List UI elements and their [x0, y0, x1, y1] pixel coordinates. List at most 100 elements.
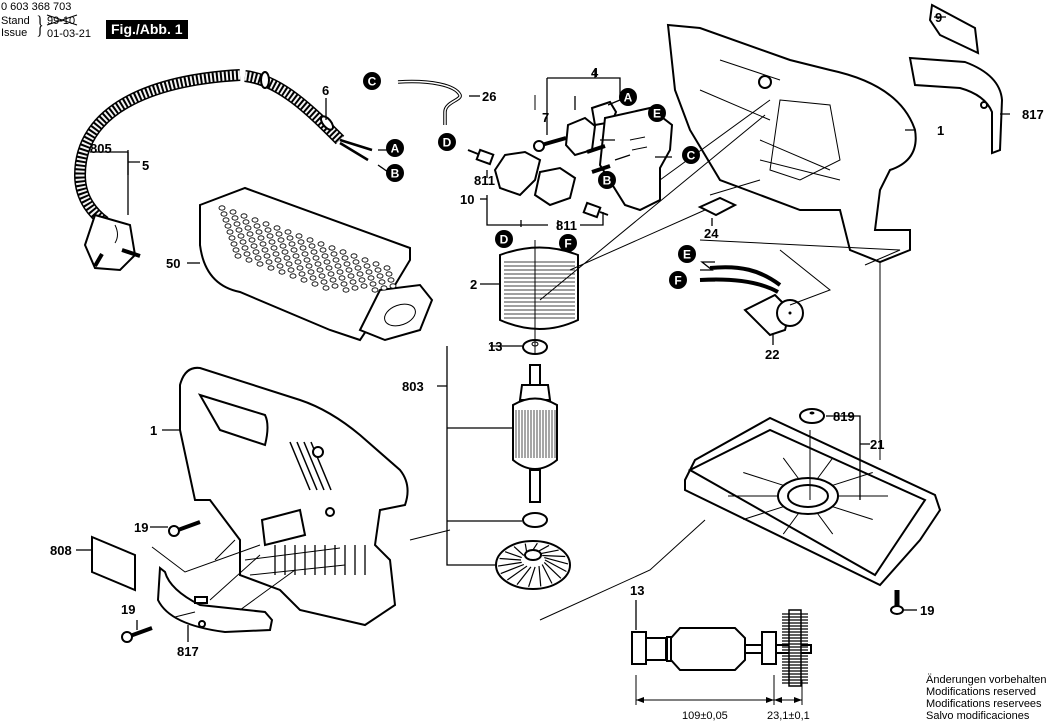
screw-19-cover[interactable]	[121, 626, 153, 643]
switch[interactable]	[598, 106, 674, 212]
vent-hole	[257, 235, 265, 241]
vent-hole	[276, 263, 284, 269]
fan-blade	[544, 557, 569, 565]
dust-box[interactable]	[199, 186, 434, 342]
part-label-808: 808	[50, 543, 72, 558]
power-cord[interactable]	[73, 69, 373, 227]
connector-callout-F-stator: F	[559, 234, 577, 252]
vent-hole	[224, 223, 232, 229]
svg-text:F: F	[674, 274, 681, 288]
pad-rib	[782, 512, 800, 535]
brace-icon: }	[36, 12, 44, 39]
svg-text:C: C	[368, 75, 377, 89]
sander-housing-assembled[interactable]	[179, 366, 409, 627]
vent-hole	[266, 233, 274, 239]
vent-hole	[226, 229, 234, 235]
brush-holder-assembly[interactable]	[467, 148, 609, 219]
fan-blade	[542, 554, 566, 558]
housing-half[interactable]	[666, 23, 917, 264]
vent-hole	[234, 253, 242, 259]
vent-hole	[312, 255, 320, 261]
screws-switch[interactable]	[533, 136, 611, 174]
vent-hole	[338, 275, 346, 281]
part-label-1-bottom: 1	[150, 423, 157, 438]
speed-control[interactable]	[699, 265, 804, 337]
screw-19-housing[interactable]	[168, 520, 201, 537]
vent-slot	[289, 441, 311, 491]
vent-hole	[262, 221, 270, 227]
vent-hole	[286, 235, 294, 241]
grommet-24[interactable]	[697, 196, 738, 217]
vent-hole	[354, 265, 362, 271]
dimension-lines	[635, 675, 803, 705]
vent-hole	[305, 263, 313, 269]
part-label-9: 9	[935, 10, 942, 25]
svg-text:B: B	[391, 167, 400, 181]
vent-hole	[275, 231, 283, 237]
vent-hole	[358, 277, 366, 283]
part-label-10: 10	[460, 192, 474, 207]
pad-rib	[782, 457, 800, 480]
cover-817-bottom[interactable]	[156, 566, 274, 634]
mains-plug[interactable]	[83, 213, 141, 272]
modifications-note-es: Salvo modificaciones	[926, 710, 1030, 722]
vent-hole	[230, 241, 238, 247]
part-label-22: 22	[765, 347, 779, 362]
fan-blade	[499, 557, 522, 561]
armature-detail[interactable]	[631, 609, 812, 687]
svg-text:E: E	[653, 107, 661, 121]
screw-19-pad[interactable]	[890, 590, 904, 615]
vent-hole	[332, 257, 340, 263]
vent-hole	[343, 261, 351, 267]
svg-text:D: D	[443, 136, 452, 150]
fan[interactable]	[495, 540, 571, 590]
vent-hole	[284, 229, 292, 235]
vent-hole	[281, 249, 289, 255]
vent-hole	[296, 265, 304, 271]
connecting-wire[interactable]	[397, 79, 462, 125]
vent-hole	[256, 261, 264, 267]
fan-blade	[544, 559, 567, 573]
vent-hole	[301, 251, 309, 257]
vent-hole	[378, 279, 386, 285]
vent-hole	[287, 267, 295, 273]
cover-817-top[interactable]	[908, 56, 1004, 155]
vent-hole	[369, 281, 377, 287]
connector-callout-A-switch: A	[619, 88, 637, 106]
vent-hole	[300, 277, 308, 283]
field-stator[interactable]	[499, 246, 579, 330]
vent-hole	[268, 239, 276, 245]
fan-blade	[528, 566, 536, 588]
vent-hole	[229, 209, 237, 215]
vent-hole	[264, 227, 272, 233]
vent-hole	[314, 261, 322, 267]
vent-hole	[292, 253, 300, 259]
vent-hole	[279, 243, 287, 249]
vent-hole	[325, 265, 333, 271]
label-808[interactable]	[91, 535, 136, 592]
vent-hole	[376, 273, 384, 279]
base-plate[interactable]	[684, 416, 942, 587]
fan-blade	[516, 566, 532, 585]
part-label-4: 4	[591, 65, 599, 80]
vent-hole	[334, 263, 342, 269]
vent-hole	[331, 283, 339, 289]
vent-hole	[328, 245, 336, 251]
vent-hole	[299, 245, 307, 251]
part-label-803: 803	[402, 379, 424, 394]
vent-hole	[290, 247, 298, 253]
svg-text:A: A	[624, 91, 633, 105]
vent-hole	[309, 275, 317, 281]
vent-hole	[374, 267, 382, 273]
vent-hole	[245, 257, 253, 263]
vent-hole	[380, 285, 388, 291]
bearing-13-bottom[interactable]	[522, 512, 548, 528]
vent-hole	[347, 273, 355, 279]
connector-callout-B-switch: B	[598, 171, 616, 189]
vent-hole	[321, 253, 329, 259]
vent-hole	[316, 267, 324, 273]
vent-hole	[327, 271, 335, 277]
damper-819[interactable]	[799, 408, 825, 424]
vent-hole	[259, 241, 267, 247]
armature[interactable]	[512, 364, 558, 503]
